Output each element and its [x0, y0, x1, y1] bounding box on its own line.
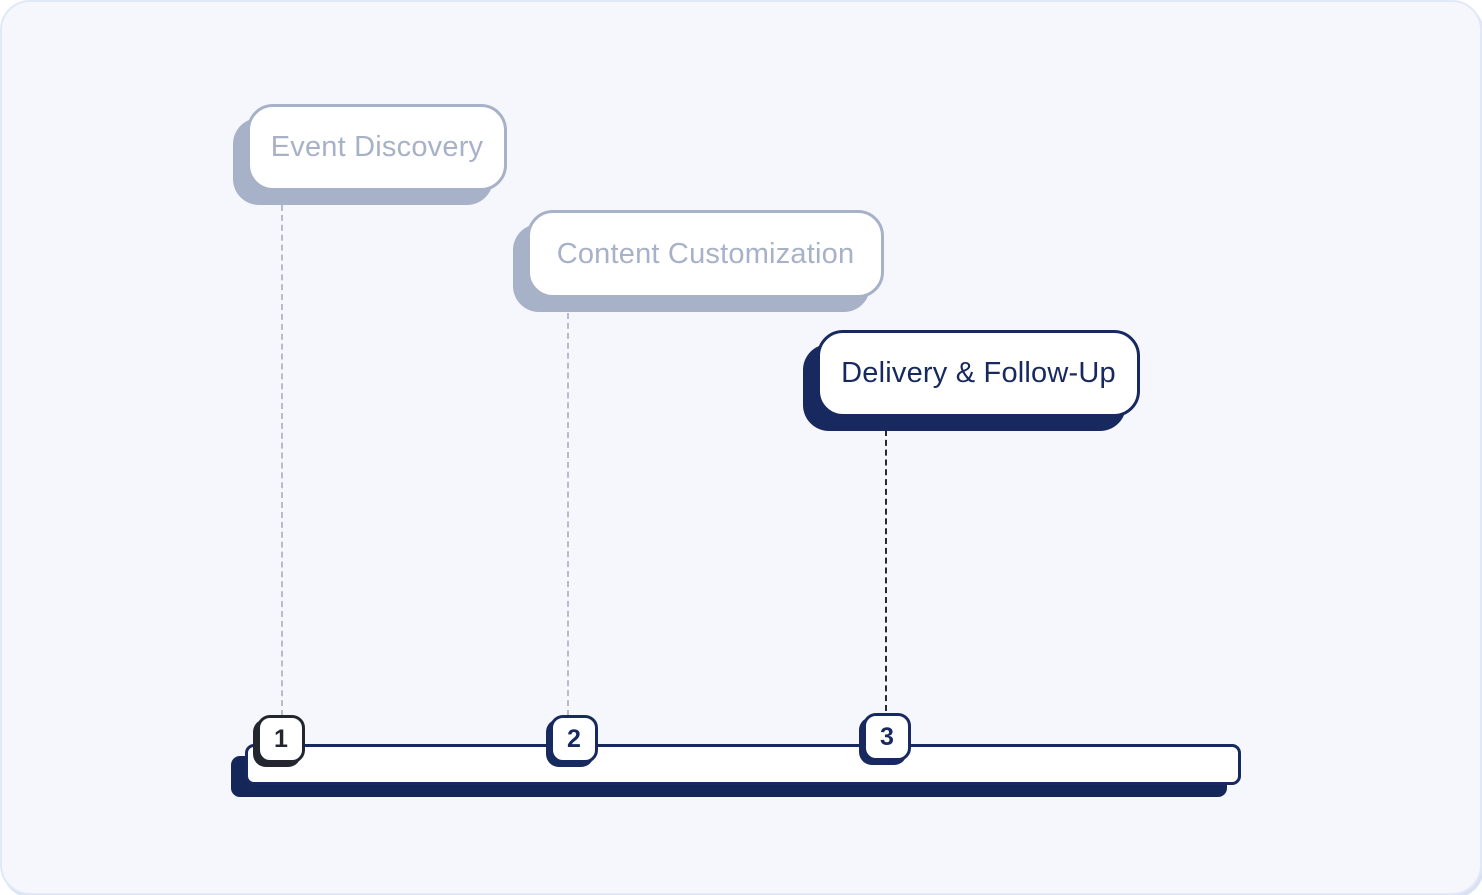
step-card-label: Delivery & Follow-Up	[841, 357, 1116, 389]
step-marker-2[interactable]: 2	[550, 715, 598, 763]
step-card-label: Event Discovery	[270, 131, 484, 163]
step-marker-number: 2	[567, 724, 581, 753]
step-card-content-customization[interactable]: Content Customization	[527, 210, 884, 298]
connector-line-step-1	[281, 205, 283, 716]
connector-line-step-3	[885, 430, 887, 711]
connector-line-step-2	[567, 313, 569, 716]
step-marker-number: 3	[880, 722, 894, 751]
step-card-label: Content Customization	[556, 237, 855, 270]
step-marker-3[interactable]: 3	[863, 713, 911, 761]
step-marker-number: 1	[274, 724, 288, 753]
step-card-delivery-follow-up[interactable]: Delivery & Follow-Up	[817, 330, 1140, 417]
timeline-bar	[245, 744, 1241, 785]
step-marker-1[interactable]: 1	[257, 715, 305, 763]
step-card-event-discovery[interactable]: Event Discovery	[247, 104, 507, 191]
